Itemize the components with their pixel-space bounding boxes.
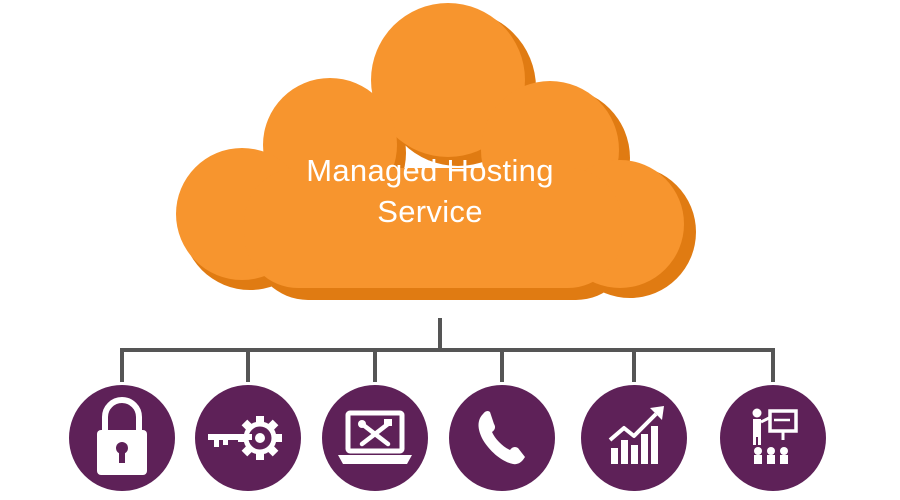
service-circle — [449, 385, 555, 491]
key-gear-icon — [208, 416, 282, 460]
connector-lines — [120, 318, 775, 382]
laptop-tools-icon — [338, 410, 412, 464]
service-circles — [69, 385, 826, 491]
padlock-icon — [97, 397, 147, 475]
cloud-title-line-1: Managed Hosting — [306, 153, 554, 188]
cloud-title-line-2: Service — [377, 194, 483, 229]
cloud-shape — [176, 3, 684, 288]
presentation-audience-icon — [752, 408, 798, 464]
service-circle — [322, 385, 428, 491]
phone-icon — [478, 410, 525, 465]
cloud-title: Managed Hosting Service — [230, 150, 630, 232]
growth-chart-icon — [608, 406, 664, 464]
service-circle — [720, 385, 826, 491]
